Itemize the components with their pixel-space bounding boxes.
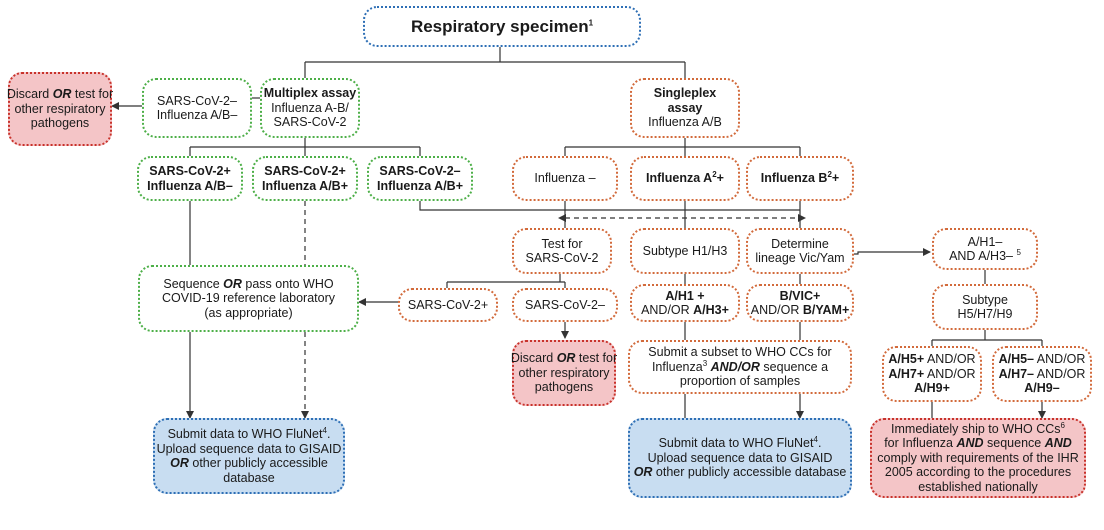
submit-flunet-mid-box: Submit data to WHO FluNet4. Upload seque…	[628, 418, 852, 498]
vic-yam-pos-box: B/VIC+ AND/OR B/YAM+	[746, 284, 854, 322]
submit-flunet-left-box: Submit data to WHO FluNet4. Upload seque…	[153, 418, 345, 494]
test-sars-cov-2-box: Test for SARS-CoV-2	[512, 228, 612, 274]
singleplex-assay-box: Singleplex assay Influenza A/B	[630, 78, 740, 138]
sars-cov-2-pos-box: SARS-CoV-2+	[398, 288, 498, 322]
sars-cov-2-neg-box: SARS-CoV-2–	[512, 288, 618, 322]
h5-h7-h9-neg-box: A/H5– AND/OR A/H7– AND/OR A/H9–	[992, 346, 1092, 402]
influenza-b-pos-box: Influenza B2+	[746, 156, 854, 201]
h1-h3-pos-box: A/H1 + AND/OR A/H3+	[630, 284, 740, 322]
h5-h7-h9-pos-box: A/H5+ AND/OR A/H7+ AND/OR A/H9+	[882, 346, 982, 402]
discard-mid-box: Discard OR test for other respiratory pa…	[511, 340, 617, 406]
discard-left-box: Discard OR test for other respiratory pa…	[7, 72, 113, 146]
influenza-a-pos-box: Influenza A2+	[630, 156, 740, 201]
subtype-h1-h3-box: Subtype H1/H3	[630, 228, 740, 274]
root-respiratory-specimen: Respiratory specimen1	[363, 6, 641, 47]
sars-pos-flu-pos-box: SARS-CoV-2+ Influenza A/B+	[252, 156, 358, 201]
influenza-neg-box: Influenza –	[512, 156, 618, 201]
immediately-ship-box: Immediately ship to WHO CCs6 for Influen…	[870, 418, 1086, 498]
sars-neg-flu-pos-box: SARS-CoV-2– Influenza A/B+	[367, 156, 473, 201]
h1-h3-neg-box: A/H1– AND A/H3– 5	[932, 228, 1038, 270]
sars-pos-flu-neg-box: SARS-CoV-2+ Influenza A/B–	[137, 156, 243, 201]
determine-lineage-box: Determine lineage Vic/Yam	[746, 228, 854, 274]
submit-subset-box: Submit a subset to WHO CCs for Influenza…	[628, 340, 852, 394]
sequence-or-pass-box: Sequence OR pass onto WHO COVID-19 refer…	[138, 265, 359, 332]
subtype-h5-h7-h9-box: Subtype H5/H7/H9	[932, 284, 1038, 330]
multiplex-assay-box: Multiplex assay Influenza A-B/ SARS-CoV-…	[260, 78, 360, 138]
sars-neg-flu-neg-box: SARS-CoV-2– Influenza A/B–	[142, 78, 252, 138]
